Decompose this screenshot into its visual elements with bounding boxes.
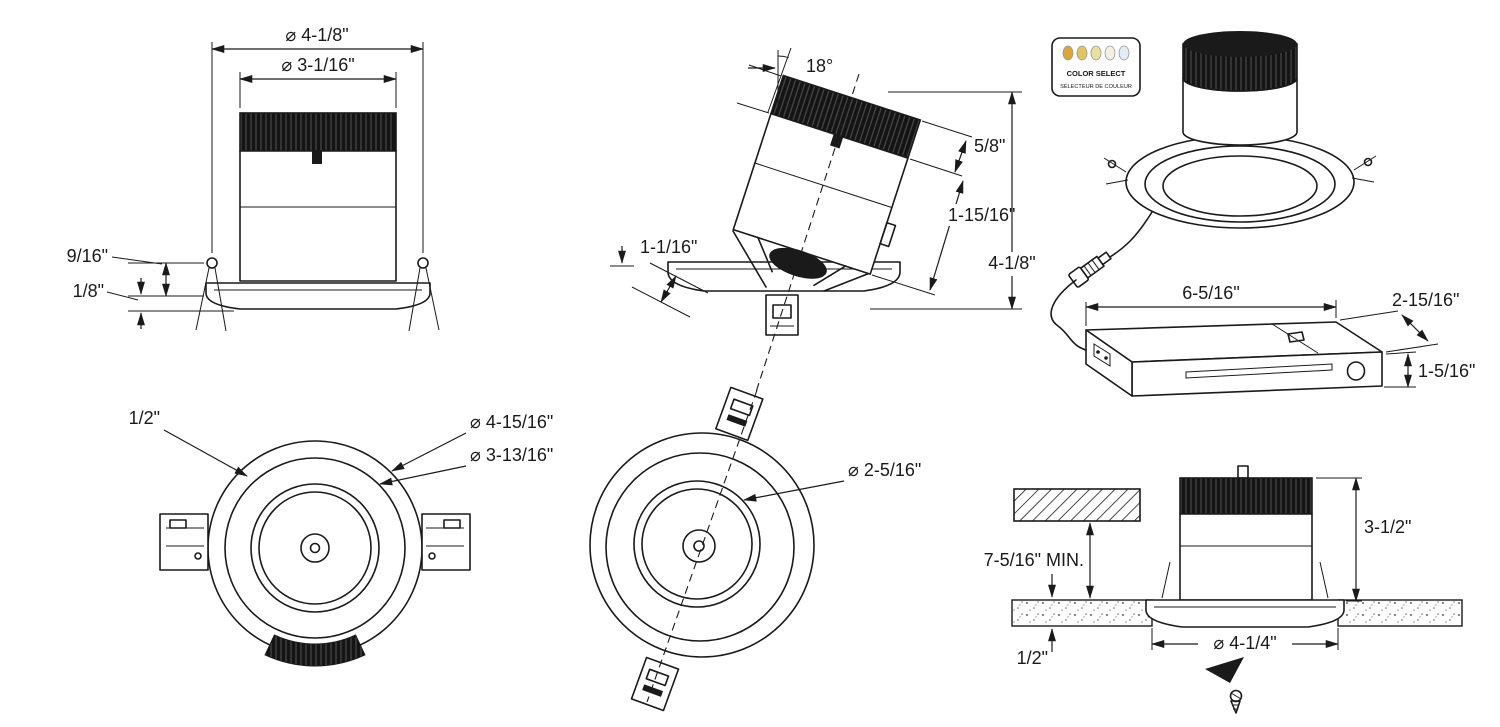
front-trim-height-label: 9/16" [67,246,108,266]
screw-icon [1229,689,1243,714]
trim-outer-circle [589,432,815,658]
ceiling-thickness-label: 1/2" [1017,648,1048,668]
mounting-tab-top [715,386,764,442]
can-top [1183,31,1297,57]
ceiling-slab-right [1337,599,1463,627]
junction-box [1085,321,1383,397]
front-outer-diameter-dimension: ⌀ 4-1/8" [211,25,424,253]
spring-clip-left [195,257,227,332]
center-hub [682,529,716,563]
housing-tab [830,133,844,149]
band-height-label: 5/8" [974,136,1005,156]
jbox-height-dimension: 1-5/16" [1384,351,1475,388]
jbox-length-label: 6-5/16" [1182,283,1239,303]
bottom-inner-diameter-dimension: ⌀ 3-13/16" [379,445,553,486]
jbox-length-dimension: 6-5/16" [1085,283,1337,326]
centerline [744,73,860,427]
bottom-view: 1/2" ⌀ 4-15/16" ⌀ 3-13/16" [129,408,553,667]
housing-height-label: 3-1/2" [1364,517,1411,537]
cct-dot-1 [1062,45,1074,61]
front-flange-lip-dimension: 1/8" [73,278,145,329]
band-height-dimension: 5/8" [909,120,1005,177]
jbox-vent-slot [1185,363,1333,379]
heatsink-fins [1182,43,1298,92]
front-flange-lip-label: 1/8" [73,281,104,301]
cutout-diameter-label: ⌀ 4-1/4" [1213,633,1276,653]
aperture-diameter-dimension: ⌀ 2-5/16" [743,460,921,502]
mounting-tab-bottom [630,656,680,712]
ring-width-label: 1/2" [129,408,160,428]
tilt-angle-dimension: 18° [736,47,833,114]
downlight-iso [1103,31,1377,229]
pointer-arrow-icon [1205,657,1244,683]
can-housing-installed [1161,465,1329,601]
spring-clip-right [1351,155,1377,183]
ring-width-dimension: 1/2" [129,408,248,477]
jbox-depth-label: 2-15/16" [1392,290,1459,310]
obstruction-block [1013,488,1141,522]
quick-connector-icon [1068,251,1112,288]
cct-dot-3 [1090,45,1102,61]
front-view: ⌀ 4-1/8" ⌀ 3-1/16" [67,25,440,332]
tilted-bottom-view: ⌀ 2-5/16" [589,386,921,712]
trim-inner-circle [224,457,406,639]
heatsink-fins [239,112,397,152]
clearance-label: 7-5/16" MIN. [984,550,1084,570]
regress-depth-dimension: 1-1/16" [610,237,709,318]
installation-view: 7-5/16" MIN. 3-1/2" 1/2" [984,465,1463,714]
color-select-card: COLOR SELECT SÉLECTEUR DE COULEUR [1051,37,1141,97]
centerline [646,389,758,703]
ceiling-slab-left [1011,599,1153,627]
tilt-angle-label: 18° [806,56,833,76]
bottom-inner-diameter-label: ⌀ 3-13/16" [470,445,553,465]
body-length-dimension: 1-15/16" [871,180,1028,296]
housing-tab [312,151,322,164]
spring-clip-left [1103,157,1129,185]
clip-bracket-right [421,513,471,571]
heatsink-arc [264,634,366,667]
can-housing-front [239,112,397,282]
trim-flange-front [205,282,431,310]
overall-height-dimension: 4-1/8" [870,91,1048,310]
clearance-dimension: 7-5/16" MIN. [984,522,1094,599]
front-trim-height-dimension: 9/16" [67,246,234,312]
bottom-outer-diameter-dimension: ⌀ 4-15/16" [391,412,553,472]
housing-tab [1237,465,1249,479]
front-outer-diameter-label: ⌀ 4-1/8" [285,25,348,45]
trim-outer-circle [207,440,423,656]
heatsink-fins [1179,477,1313,515]
tilted-view: 18° 5/8" 1-15/16" 1-1/16" 4-1/8 [610,47,1048,427]
regress-depth-label: 1-1/16" [640,237,697,257]
jbox-knockout [1346,361,1366,381]
cct-dot-5 [1118,45,1130,61]
cutout-diameter-dimension: ⌀ 4-1/4" [1151,628,1339,654]
aperture-diameter-label: ⌀ 2-5/16" [848,460,921,480]
front-inner-diameter-label: ⌀ 3-1/16" [281,55,354,75]
spring-clip-right [408,257,440,332]
color-select-label: COLOR SELECT [1067,69,1126,78]
ceiling-thickness-dimension: 1/2" [1017,574,1056,668]
gimbal-ring [633,480,761,608]
body-length-label: 1-15/16" [948,205,1015,225]
overall-height-label: 4-1/8" [988,253,1035,273]
adjustment-tab [879,221,897,248]
lead-cable [1050,211,1153,353]
cct-dot-2 [1076,45,1088,61]
jbox-height-label: 1-5/16" [1418,361,1475,381]
connector-box [765,294,799,336]
clip-bracket-left [159,513,209,571]
trim-flange-installed [1145,599,1345,628]
center-hub [300,533,330,563]
jbox-depth-dimension: 2-15/16" [1339,290,1459,353]
jbox-latch [1287,331,1305,343]
color-select-label-fr: SÉLECTEUR DE COULEUR [1060,83,1132,90]
gimbal-funnel [732,230,871,292]
isometric-view: COLOR SELECT SÉLECTEUR DE COULEUR [1050,31,1475,397]
trim-ring [1125,135,1355,229]
cct-dot-4 [1104,45,1116,61]
front-inner-diameter-dimension: ⌀ 3-1/16" [239,55,397,108]
housing-height-dimension: 3-1/2" [1316,477,1411,602]
bottom-outer-diameter-label: ⌀ 4-15/16" [470,412,553,432]
